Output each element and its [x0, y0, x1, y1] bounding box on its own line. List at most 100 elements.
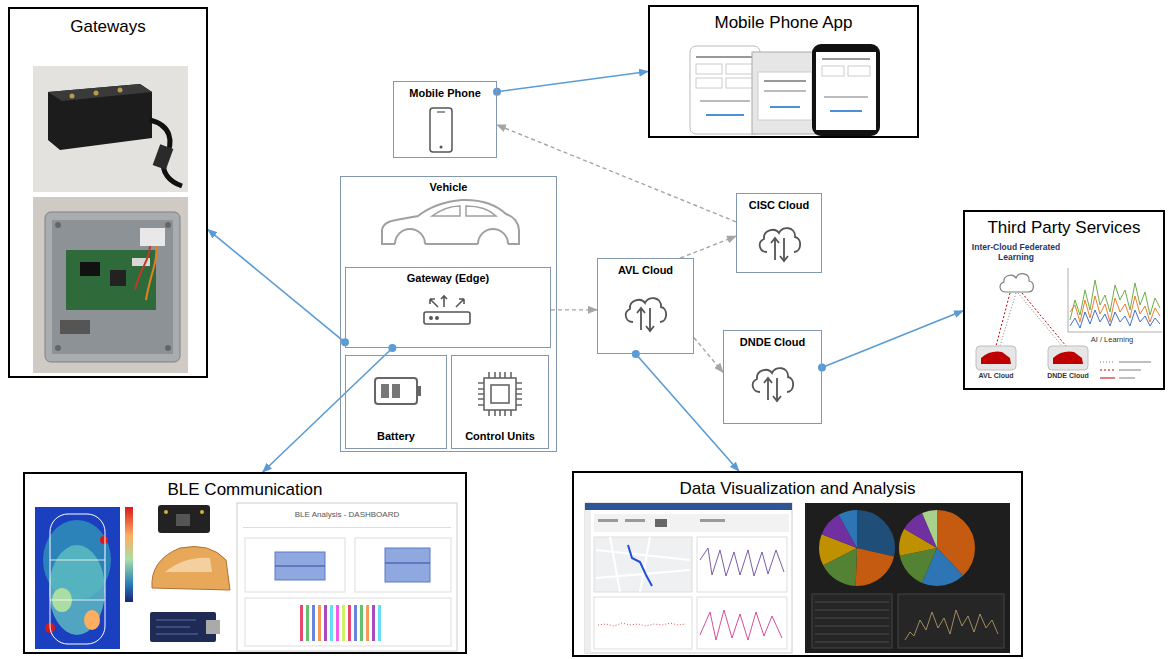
gateway-photo	[146, 246, 156, 300]
analysis-screenshot	[918, 529, 956, 567]
dashboard-screenshot	[598, 623, 686, 626]
box-label: Vehicle	[430, 181, 468, 194]
box-label: Mobile Phone	[409, 87, 481, 100]
dashboard-screenshot	[594, 537, 692, 592]
ble-hardware	[165, 558, 212, 572]
data-flow-arrow	[680, 236, 736, 258]
battery-icon	[375, 378, 417, 404]
panel-title: Mobile Phone App	[715, 13, 853, 33]
ble-heatmap	[49, 545, 105, 635]
ble-hardware	[156, 620, 198, 634]
ble-dashboard	[330, 605, 333, 641]
ble-heatmap	[35, 507, 120, 649]
dashboard-screenshot	[594, 597, 692, 649]
ble-dashboard	[237, 503, 457, 651]
gateway-photo	[45, 212, 180, 362]
data-flow-arrow	[497, 125, 736, 222]
router-icon	[430, 317, 432, 319]
federated-learning-figure	[976, 346, 1016, 370]
analysis-screenshot	[805, 503, 1010, 653]
dashboard-screenshot	[655, 519, 667, 527]
federated-learning-figure	[1000, 274, 1033, 292]
router-icon	[424, 296, 470, 324]
analysis-screenshot	[918, 529, 956, 567]
app-screenshot	[824, 96, 868, 98]
box-label: Battery	[377, 430, 415, 443]
ble-dashboard	[354, 605, 357, 641]
ble-dashboard	[275, 566, 325, 567]
app-screenshot	[770, 106, 800, 108]
app-screenshot	[690, 46, 760, 134]
link-arrow	[636, 354, 739, 471]
chip-icon	[491, 385, 509, 403]
cloud-icon	[760, 228, 800, 261]
battery-box: Battery	[345, 355, 447, 449]
dashboard-screenshot	[700, 519, 725, 522]
app-screenshot	[696, 56, 754, 58]
analysis-screenshot	[815, 602, 889, 642]
analysis-screenshot	[905, 610, 998, 640]
app-screenshot	[758, 72, 812, 120]
app-screenshot	[764, 80, 806, 82]
panel-title: Gateways	[70, 17, 146, 37]
dashboard-screenshot	[585, 503, 792, 653]
figure-title: Inter-Cloud Federated Learning	[969, 243, 1063, 263]
analysis-screenshot	[838, 529, 876, 567]
phone-icon	[440, 146, 443, 149]
app-screenshot	[812, 44, 880, 136]
ble-hardware	[164, 510, 168, 514]
federated-learning-figure	[996, 293, 1066, 346]
chip-icon	[489, 372, 511, 378]
phone-icon	[430, 108, 452, 152]
gateway-photo	[55, 222, 61, 228]
dashboard-screenshot	[628, 545, 652, 586]
ble-panel: BLE Communication	[23, 472, 467, 654]
gateway-photo	[150, 120, 182, 186]
app-screenshot	[726, 78, 754, 88]
analysis-screenshot	[838, 529, 876, 567]
federated-learning-figure	[1068, 268, 1069, 332]
analysis-screenshot	[805, 503, 1010, 653]
ble-dashboard	[300, 605, 381, 641]
gateways-panel: Gateways	[8, 7, 208, 378]
app-panel: Mobile Phone App	[648, 5, 919, 138]
services-panel: Third Party Services	[963, 210, 1165, 390]
device-box: Mobile Phone	[393, 81, 497, 158]
gateway-photo	[52, 220, 173, 354]
link-arrow	[822, 311, 963, 368]
ble-dashboard	[385, 548, 430, 582]
ble-dashboard	[385, 563, 430, 564]
federated-learning-figure	[1048, 346, 1088, 370]
app-screenshot	[822, 58, 870, 60]
car-outline	[478, 229, 508, 244]
app-screenshot	[726, 64, 754, 74]
battery-icon	[392, 384, 400, 398]
gateway-photo	[80, 262, 100, 276]
dashboard-screenshot	[598, 519, 618, 522]
app-screenshot	[822, 66, 844, 76]
gateway-photo	[33, 66, 188, 192]
app-screenshot	[764, 90, 806, 92]
ble-dashboard	[342, 605, 345, 641]
app-screenshot	[690, 44, 880, 136]
phone-icon	[430, 108, 452, 152]
analysis-screenshot	[838, 529, 876, 567]
screenshot-title: BLE Analysis - DASHBOARD	[295, 510, 399, 519]
vehicle-box: VehicleGateway (Edge)BatteryControl Unit…	[340, 176, 557, 452]
analysis-screenshot	[918, 529, 956, 567]
battery-icon	[375, 378, 421, 404]
ble-dashboard	[300, 605, 303, 641]
ble-dashboard	[275, 552, 325, 580]
gateway-photo	[153, 144, 174, 169]
app-screenshot	[696, 78, 722, 88]
ble-heatmap	[50, 514, 105, 644]
ble-hardware	[176, 514, 190, 526]
analysis-screenshot	[898, 594, 1004, 648]
gateway-photo	[70, 94, 75, 99]
visualization-panel: Data Visualization and Analysis	[572, 471, 1023, 657]
cloud-box: CISC Cloud	[736, 193, 822, 273]
ble-dashboard	[237, 503, 457, 651]
